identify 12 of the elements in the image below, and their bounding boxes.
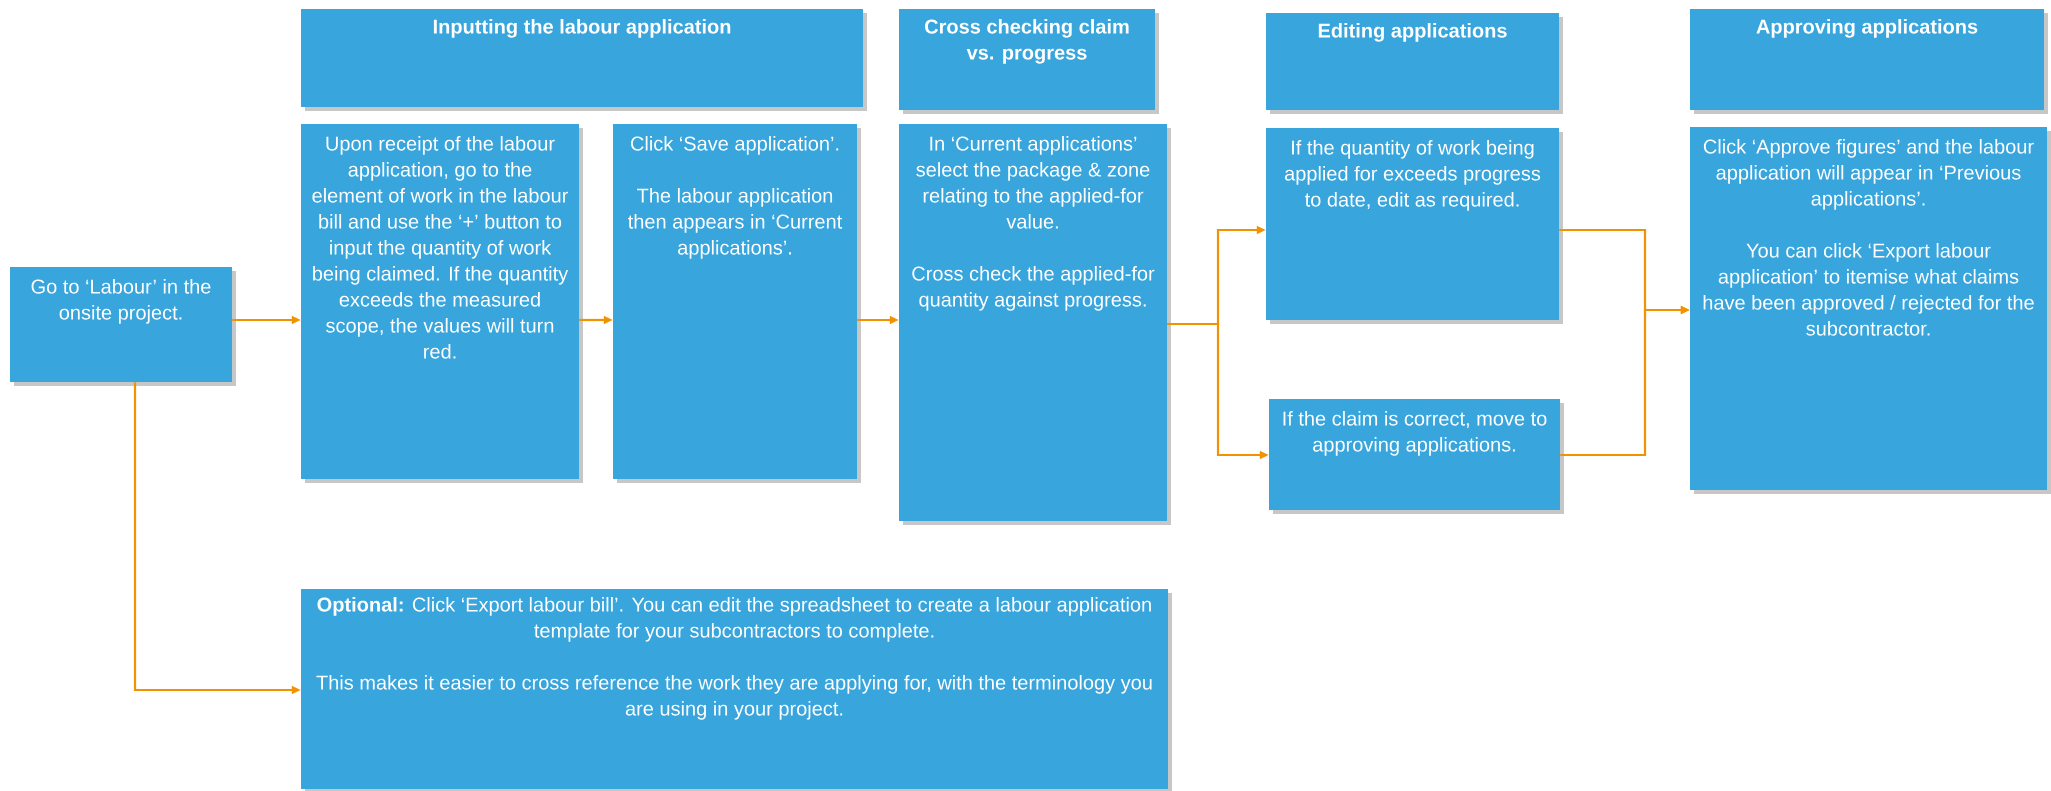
process-box: Click ‘Approve figures’ and the labour application will appear in ‘Previous applications’. You can click ‘Export labour application’ to itemise what claims have been approved / rejected for the subcontractor. — [1690, 127, 2051, 494]
header-box: Inputting the labour application — [301, 9, 867, 111]
process-box: If the claim is correct, move to approving applications. — [1269, 399, 1564, 514]
header-box: Cross checking claim vs. progress — [899, 9, 1159, 114]
process-box: In ‘Current applications’ select the package & zone relating to the applied-for value. Cross check the applied-for quantity against progress. — [899, 124, 1171, 525]
process-box: Click ‘Save application’. The labour application then appears in ‘Current applications’. — [613, 124, 861, 483]
process-box: Optional: Click ‘Export labour bill’. You can edit the spreadsheet to create a labour application template for your subcontractors to complete. This makes it easier to cross reference the work they are applying for, with the terminology you are using in your project. — [301, 589, 1172, 791]
process-box: If the quantity of work being applied for exceeds progress to date, edit as required. — [1266, 128, 1563, 324]
header-box: Approving applications — [1690, 9, 2048, 114]
process-box: Go to ‘Labour’ in the onsite project. — [10, 267, 236, 386]
header-box: Editing applications — [1266, 13, 1563, 114]
process-box: Upon receipt of the labour application, go to the element of work in the labour bill and use the ‘+’ button to input the quantity of work being claimed. If the quantity exceeds the measured scope, the values will turn red. — [301, 124, 583, 483]
